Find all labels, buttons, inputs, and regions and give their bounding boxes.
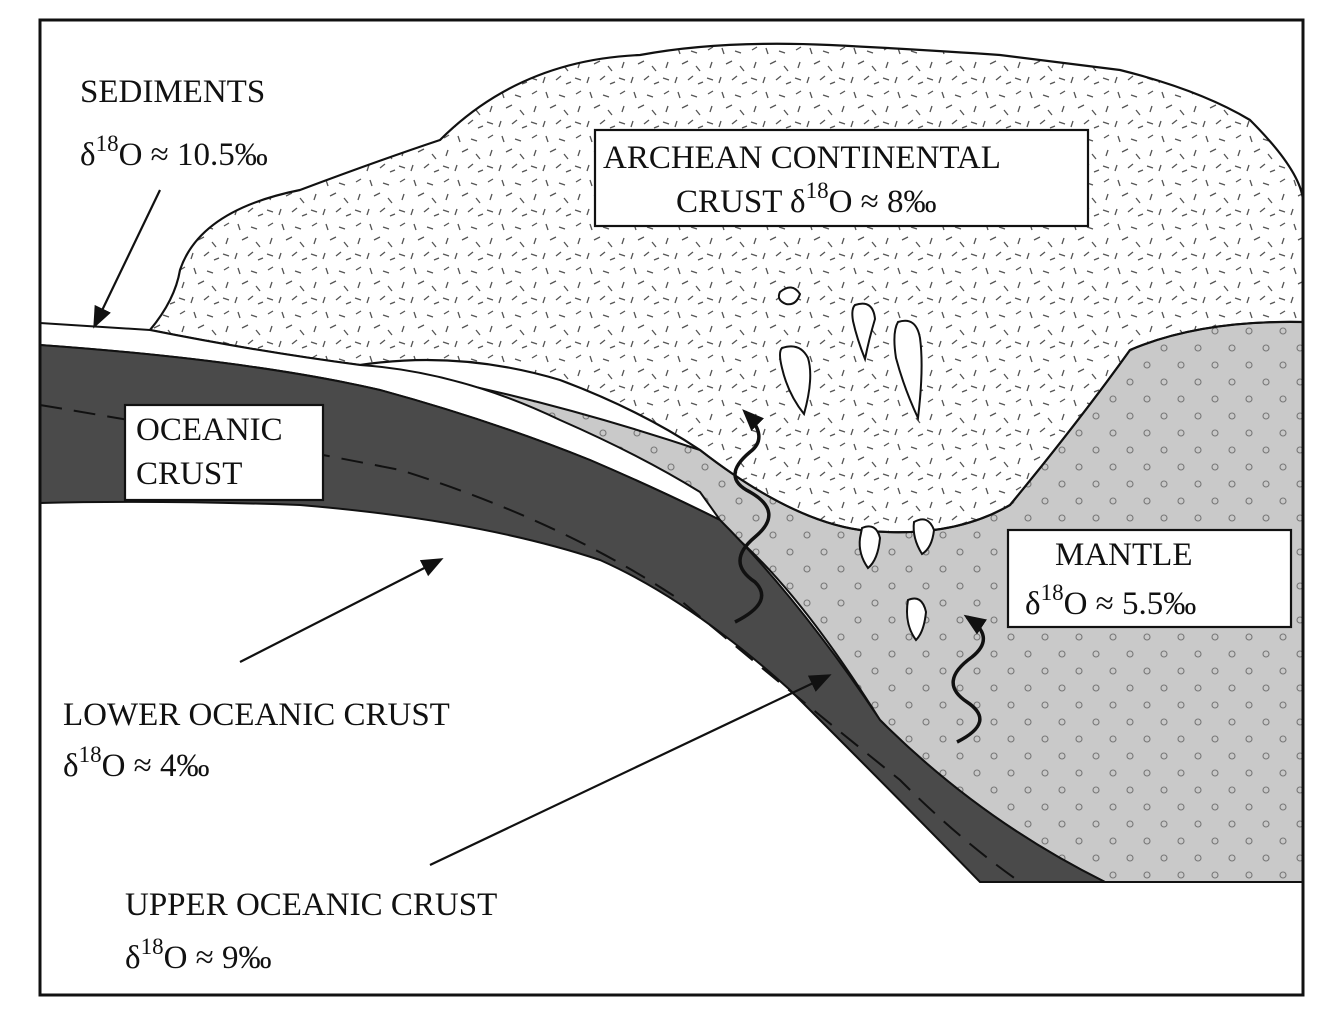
oceanic-line2: CRUST	[136, 456, 242, 492]
lower-crust-name: LOWER OCEANIC CRUST	[63, 697, 450, 733]
continental-line2: CRUST δ18O ≈ 8‰	[676, 178, 937, 220]
sediments-name: SEDIMENTS	[80, 74, 265, 110]
frame-border	[38, 18, 1305, 997]
upper-crust-delta: δ18O ≈ 9‰	[125, 934, 272, 976]
fluid-arrow-left	[733, 409, 771, 624]
sediments-arrow	[93, 189, 161, 329]
lower-crust-delta: δ18O ≈ 4‰	[63, 742, 210, 784]
upper-crust-name: UPPER OCEANIC CRUST	[125, 887, 497, 923]
mantle-label-box	[1006, 528, 1293, 629]
fluid-arrow-right	[951, 614, 987, 744]
mantle-name: MANTLE	[1055, 537, 1192, 573]
oceanic-line1: OCEANIC	[136, 412, 283, 448]
lower-crust-arrow	[239, 558, 444, 663]
upper-crust-arrow	[429, 674, 832, 866]
continental-label-box	[593, 128, 1090, 228]
continental-line1: ARCHEAN CONTINENTAL	[603, 140, 1001, 176]
sediments-delta: δ18O ≈ 10.5‰	[80, 131, 268, 173]
oceanic-label-box	[123, 403, 325, 502]
mantle-delta: δ18O ≈ 5.5‰	[1025, 580, 1196, 622]
melt-blobs	[777, 286, 936, 642]
upper-lower-crust-boundary	[39, 404, 1021, 883]
